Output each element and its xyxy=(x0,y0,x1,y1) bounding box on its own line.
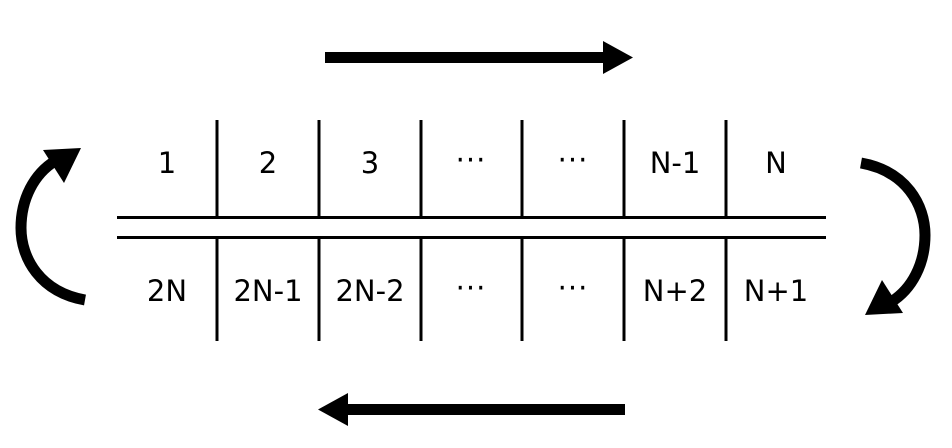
bottom-cell-4-ellipsis: ··· xyxy=(456,271,487,305)
left-wraparound-arrow-icon xyxy=(15,148,87,306)
top-row-labels: 1 2 3 ··· ··· N-1 N xyxy=(158,143,787,180)
right-arc-arrow-head xyxy=(865,280,903,315)
top-cell-6: N-1 xyxy=(650,146,701,180)
bottom-cell-5-ellipsis: ··· xyxy=(558,271,589,305)
top-arrow-head xyxy=(603,41,633,74)
left-arc-arrow-head xyxy=(43,148,81,183)
right-wraparound-arrow-icon xyxy=(859,157,931,315)
bottom-cell-7: N+1 xyxy=(744,274,808,308)
bottom-cell-1: 2N xyxy=(147,274,187,308)
top-row-dividers xyxy=(215,120,728,218)
top-cell-5-ellipsis: ··· xyxy=(558,143,589,177)
left-arc-shaft xyxy=(15,156,87,306)
bottom-row-labels: 2N 2N-1 2N-2 ··· ··· N+2 N+1 xyxy=(147,271,808,308)
right-arc-shaft xyxy=(859,157,931,307)
top-cell-3: 3 xyxy=(361,146,379,180)
top-cell-7: N xyxy=(765,146,787,180)
bottom-row-dividers xyxy=(215,237,728,341)
top-right-arrow-icon xyxy=(325,41,633,74)
bottom-cell-6: N+2 xyxy=(643,274,707,308)
center-double-rule xyxy=(117,216,826,239)
top-cell-2: 2 xyxy=(259,146,277,180)
bottom-cell-2: 2N-1 xyxy=(233,274,302,308)
bottom-cell-3: 2N-2 xyxy=(335,274,404,308)
top-cell-4-ellipsis: ··· xyxy=(456,143,487,177)
top-cell-1: 1 xyxy=(158,146,176,180)
bottom-arrow-head xyxy=(318,393,348,426)
bottom-left-arrow-icon xyxy=(318,393,625,426)
